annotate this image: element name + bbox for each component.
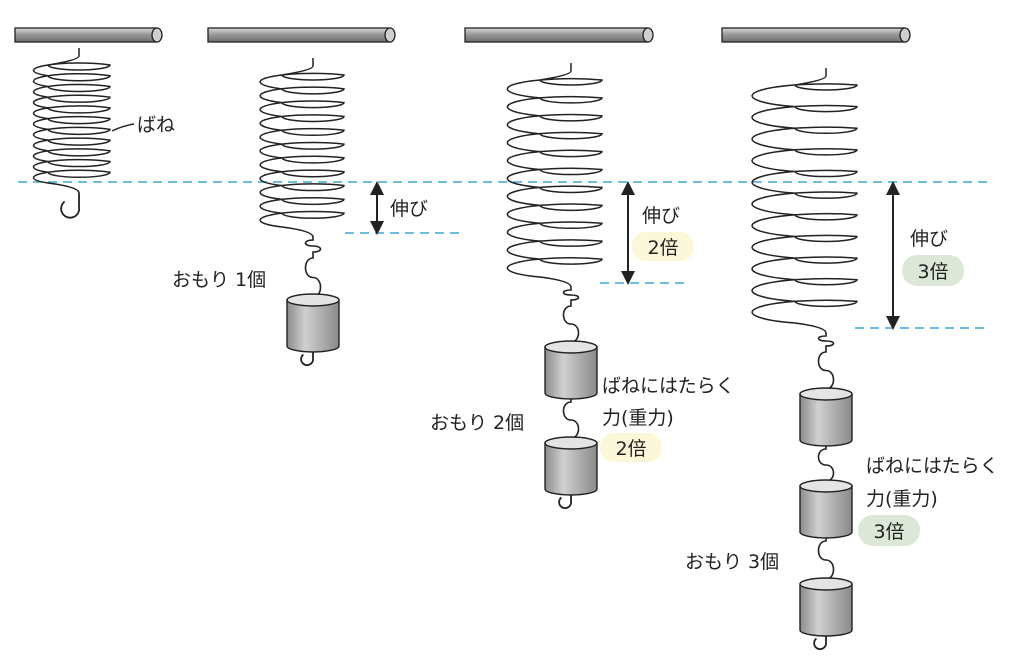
force-label-2-line1: ばねにはたらく (602, 375, 735, 397)
times3-badge-force (858, 515, 920, 546)
hook-link-icon (817, 349, 835, 392)
weight-label-2: おもり 2個 (430, 412, 524, 434)
force-label-3-line2: 力(重力) (866, 488, 938, 510)
times2-badge-force (600, 433, 662, 462)
force-label-2-line2: 力(重力) (602, 407, 674, 429)
cylinder-weight-icon (544, 346, 598, 400)
coil-spring-icon (259, 58, 345, 238)
times3-text-stretch: 3倍 (917, 261, 948, 283)
weight-label-3: おもり 3個 (685, 551, 779, 573)
spring-leader-line (111, 123, 135, 132)
support-bar-icon (464, 27, 649, 43)
stretch-label-1: 伸び (390, 198, 428, 220)
hook-link-icon (562, 303, 580, 345)
times2-text-stretch: 2倍 (647, 237, 678, 259)
hook-icon (813, 636, 827, 650)
hook-icon (60, 193, 81, 219)
weight-label-1: おもり 1個 (172, 269, 266, 291)
times3-text-force: 3倍 (873, 521, 904, 543)
support-bar-icon (207, 27, 391, 43)
support-bar-end-icon (151, 27, 163, 43)
cylinder-top-icon (799, 479, 853, 493)
cylinder-weight-icon (799, 485, 853, 539)
hook-link-icon (817, 333, 835, 349)
cylinder-weight-icon (799, 393, 853, 447)
hook-link-icon (562, 287, 580, 303)
force-label-3-line1: ばねにはたらく (866, 455, 999, 477)
cylinder-top-icon (544, 340, 598, 354)
cylinder-weight-icon (799, 583, 853, 637)
support-bar-end-icon (384, 27, 396, 43)
hook-icon (300, 352, 314, 366)
times2-text-force: 2倍 (615, 438, 646, 460)
cylinder-weight-icon (544, 442, 598, 496)
support-bar-end-icon (642, 27, 654, 43)
hook-link-icon (304, 255, 322, 300)
hook-link-icon (304, 237, 322, 255)
support-bar-icon (14, 27, 158, 43)
support-bar-end-icon (899, 27, 911, 43)
coil-spring-icon (506, 63, 603, 288)
support-bar-icon (721, 27, 906, 43)
spring-label: ばね (137, 114, 175, 136)
coil-spring-icon (32, 48, 111, 194)
cylinder-weight-icon (286, 299, 340, 353)
cylinder-top-icon (544, 436, 598, 450)
cylinder-top-icon (799, 387, 853, 401)
stretch-label-2: 伸び (642, 205, 680, 227)
stretch-label-3: 伸び (910, 228, 948, 250)
coil-spring-icon (751, 68, 858, 334)
hook-link-icon (817, 538, 835, 582)
times3-badge-stretch (902, 255, 964, 286)
times2-badge-stretch (632, 232, 694, 261)
cylinder-top-icon (799, 577, 853, 591)
hook-link-icon (562, 399, 580, 441)
hook-link-icon (817, 446, 835, 484)
cylinder-top-icon (286, 293, 340, 307)
hook-icon (558, 495, 572, 509)
